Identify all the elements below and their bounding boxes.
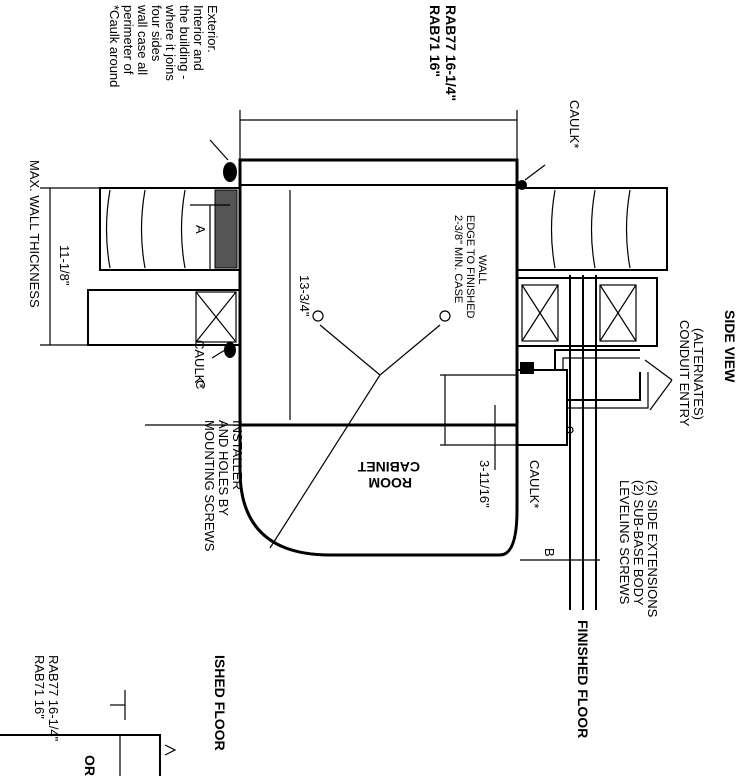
dim-c: C <box>193 380 208 389</box>
room-cabinet-label: ROOM CABINET <box>357 459 420 491</box>
mounting-screws-line: MOUNTING SCREWS <box>202 420 217 552</box>
caulk-note-line: *Caulk around <box>107 5 122 87</box>
caulk-note: *Caulk around perimeter of wall case all… <box>107 4 220 87</box>
mounting-screws-line: AND HOLES BY <box>216 420 231 516</box>
mounting-screws-note: MOUNTING SCREWS AND HOLES BY INSTALLER <box>202 420 245 552</box>
conduit-entry-line: CONDUIT ENTRY <box>677 320 692 427</box>
masonry-wall <box>87 187 668 610</box>
mounting-screws-line: INSTALLER <box>230 420 245 490</box>
min-case-edge-line: 2-3/8" MIN. CASE <box>452 215 464 303</box>
room-cabinet-line: CABINET <box>357 459 420 475</box>
model-dims-left: RAB71 16" RAB77 16-1/4" <box>32 655 61 742</box>
leader-lines <box>40 110 673 720</box>
caulk-bead <box>517 180 527 190</box>
conduit-entry-note: CONDUIT ENTRY (ALTERNATES) <box>677 320 706 427</box>
leveling-screws-note: LEVELING SCREWS (2) SUB-BASE BODY (2) SI… <box>617 480 660 618</box>
dim-13-3-4: 13-3/4" <box>297 275 312 317</box>
min-case-edge-note: 2-3/8" MIN. CASE EDGE TO FINISHED WALL <box>452 215 488 319</box>
caulk-label: CAULK* <box>527 460 542 508</box>
caulk-note-line: four sides <box>149 5 164 62</box>
caulk-note-line: where it joins <box>163 4 178 81</box>
caulk-bead <box>223 162 237 182</box>
mounting-hole <box>439 310 451 322</box>
sub-base <box>516 349 649 446</box>
caulk-note-line: Interior and <box>191 5 206 71</box>
dim-a: A <box>193 225 208 234</box>
max-wall-thickness-label: MAX. WALL THICKNESS <box>27 160 42 308</box>
conduit-entry-line: (ALTERNATES) <box>691 328 706 420</box>
dim-b: B <box>542 548 557 557</box>
room-cabinet-line: ROOM <box>368 475 412 491</box>
caulk-note-line: Exterior. <box>205 5 220 53</box>
finished-floor-partial-label: ISHED FLOOR <box>212 655 228 751</box>
leveling-screws-line: LEVELING SCREWS <box>617 480 632 605</box>
model-dim-rab71: RAB71 16" <box>427 5 443 77</box>
caulk-label: CAULK* <box>567 100 582 148</box>
model-dims-top: RAB71 16" RAB77 16-1/4" <box>427 5 459 101</box>
dim-11-1-8: 11-1/8" <box>57 245 72 286</box>
room-partial-label: OR <box>82 755 98 776</box>
model-dim-rab77: RAB77 16-1/4" <box>443 5 459 101</box>
min-case-edge-line: WALL <box>476 255 488 285</box>
caulk-note-line: the building - <box>177 5 192 79</box>
caulk-label: CAULK* <box>192 340 207 388</box>
leveling-screws-line: (2) SUB-BASE BODY <box>631 480 646 606</box>
finished-floor-label: FINISHED FLOOR <box>575 620 591 738</box>
caulk-note-line: wall case all <box>135 4 150 75</box>
caulk-note-line: perimeter of <box>121 5 136 75</box>
model-dim-rab71: RAB71 16" <box>32 655 47 719</box>
caulk-bead <box>224 342 236 358</box>
min-case-edge-line: EDGE TO FINISHED <box>464 215 476 319</box>
mounting-hole <box>312 310 324 322</box>
partial-front-view <box>0 734 177 776</box>
leveling-screws-line: (2) SIDE EXTENSIONS <box>645 480 660 618</box>
dim-3-11-16: 3-11/16" <box>477 460 492 508</box>
model-dim-rab77: RAB77 16-1/4" <box>46 655 61 742</box>
side-view-title: SIDE VIEW <box>722 310 738 383</box>
